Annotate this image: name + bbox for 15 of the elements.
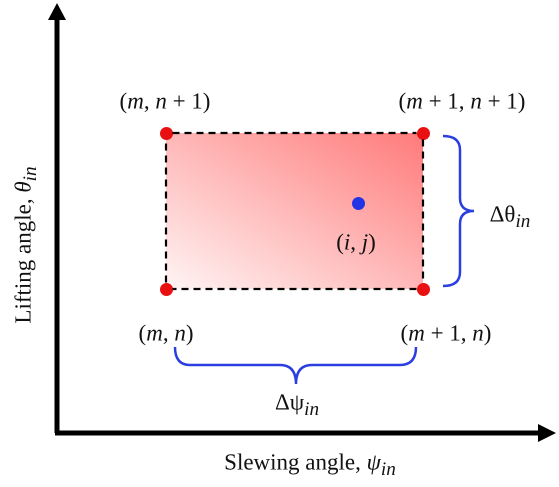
grid-point [416,126,430,140]
grid-point [160,126,172,140]
grid-point [160,282,172,296]
dashed-border-line [172,288,416,290]
point-label: (m, n) [138,322,194,344]
point-label: (i, j) [336,230,376,254]
interval-label: Δψ$_{in}$ [274,390,320,420]
dashed-border-line [172,132,416,134]
shaded-region [166,133,423,289]
point-label: (m + 1, n) [400,322,492,344]
axis-label: Slewing angle, ψ$_{in}$ [224,450,396,480]
point-label: (m, n + 1) [120,90,210,112]
interval-label: Δθ$_{in}$ [490,202,530,232]
point-label: (m + 1, n + 1) [398,90,526,112]
grid-point [352,196,364,210]
